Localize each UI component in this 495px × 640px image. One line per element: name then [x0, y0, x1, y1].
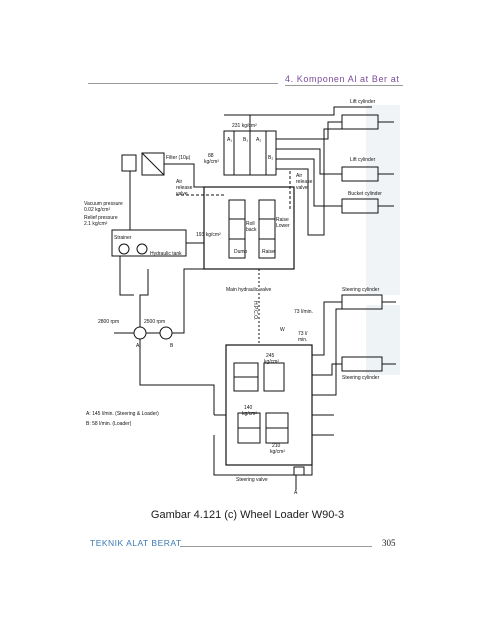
- label-port-b2: B₂: [268, 155, 273, 161]
- label-p88-1: 88: [208, 153, 214, 159]
- footer-rule: [180, 546, 372, 547]
- legend-a: A: 145 l/min. (Steering & Loader): [86, 411, 159, 417]
- page-number: 305: [382, 538, 396, 548]
- label-air-1: Air: [176, 179, 182, 185]
- header-rule: [88, 83, 278, 84]
- label-port-b1: B₁: [243, 137, 248, 143]
- pump-b: [159, 326, 173, 340]
- label-relief-2: 2.1 kg/cm²: [84, 221, 108, 227]
- label-raise-1: Raise: [276, 217, 289, 223]
- label-flow73-2: 73 l/: [298, 331, 308, 337]
- label-pw: W: [280, 327, 285, 333]
- label-p210-1: 210: [272, 443, 281, 449]
- label-roll-2: back: [246, 227, 257, 233]
- label-rpm2800: 2800 rpm: [98, 319, 119, 325]
- label-main-valve: Main hydraulic valve: [226, 287, 272, 293]
- label-raise-2: Lower: [276, 223, 290, 229]
- hydraulic-circuit-diagram: Lift cylinder Lift cylinder Bucket cylin…: [84, 99, 400, 495]
- label-air-b3: valve: [296, 185, 308, 191]
- legend-b: B: 58 l/min. (Loader): [86, 421, 132, 427]
- label-steer-cyl: Steering cylinder: [342, 287, 380, 293]
- chapter-title: 4. Komponen Al at Ber at: [285, 74, 400, 84]
- label-vacuum-1: Vacuum pressure: [84, 201, 123, 207]
- label-vacuum-2: 0.02 kg/cm²: [84, 207, 110, 213]
- main-hydraulic-valve: [203, 186, 295, 270]
- figure-caption: Gambar 4.121 (c) Wheel Loader W90-3: [150, 509, 345, 521]
- label-p231: 231 kg/cm²: [232, 123, 257, 129]
- label-steer-valve: Steering valve: [236, 477, 268, 483]
- label-air-b1: Air: [296, 173, 302, 179]
- label-air-3: valve: [176, 191, 188, 197]
- label-filter: Filter (10µ): [166, 155, 191, 161]
- label-port-a1: A₁: [227, 137, 232, 143]
- label-hyd-tank: Hydraulic tank: [150, 251, 182, 257]
- label-pump-b: B: [170, 343, 174, 349]
- label-bucket-cyl: Bucket cylinder: [348, 191, 382, 197]
- label-p140-2: kg/cm²: [242, 411, 257, 417]
- label-p210-2: kg/cm²: [270, 449, 285, 455]
- pump-a: [133, 326, 147, 340]
- label-p88-2: kg/cm²: [204, 159, 219, 165]
- label-rpm2500: 2500 rpm: [144, 319, 165, 325]
- label-lift-cyl: Lift cylinder: [350, 99, 376, 105]
- label-p140-1: 140: [244, 405, 253, 411]
- label-hpco: H.P.C.O.: [252, 301, 258, 320]
- label-pump-a: A: [136, 343, 140, 349]
- label-p193: 193 kg/cm²: [196, 232, 221, 238]
- label-port-a2: A₂: [256, 137, 261, 143]
- label-relief-1: Relief pressure: [84, 215, 118, 221]
- label-p245-1: 245: [266, 353, 275, 359]
- footer-book-title: TEKNIK ALAT BERAT: [90, 538, 182, 548]
- label-p245-2: kg/cm²: [264, 359, 279, 365]
- label-hold: Raise: [262, 249, 275, 255]
- label-roll-1: Roll: [246, 221, 255, 227]
- label-flow73-3: min.: [298, 337, 307, 343]
- label-lift-cyl2: Lift cylinder: [350, 157, 376, 163]
- label-air-2: release: [176, 185, 193, 191]
- label-air-b2: release: [296, 179, 313, 185]
- label-flow73-1: 73 l/min.: [294, 309, 313, 315]
- label-steer-cyl2: Steering cylinder: [342, 375, 380, 381]
- steering-valve: [225, 344, 313, 466]
- label-pa: A: [294, 490, 298, 495]
- label-strainer: Strainer: [114, 235, 132, 241]
- header-underline: [285, 85, 403, 86]
- label-dump: Dump: [234, 249, 248, 255]
